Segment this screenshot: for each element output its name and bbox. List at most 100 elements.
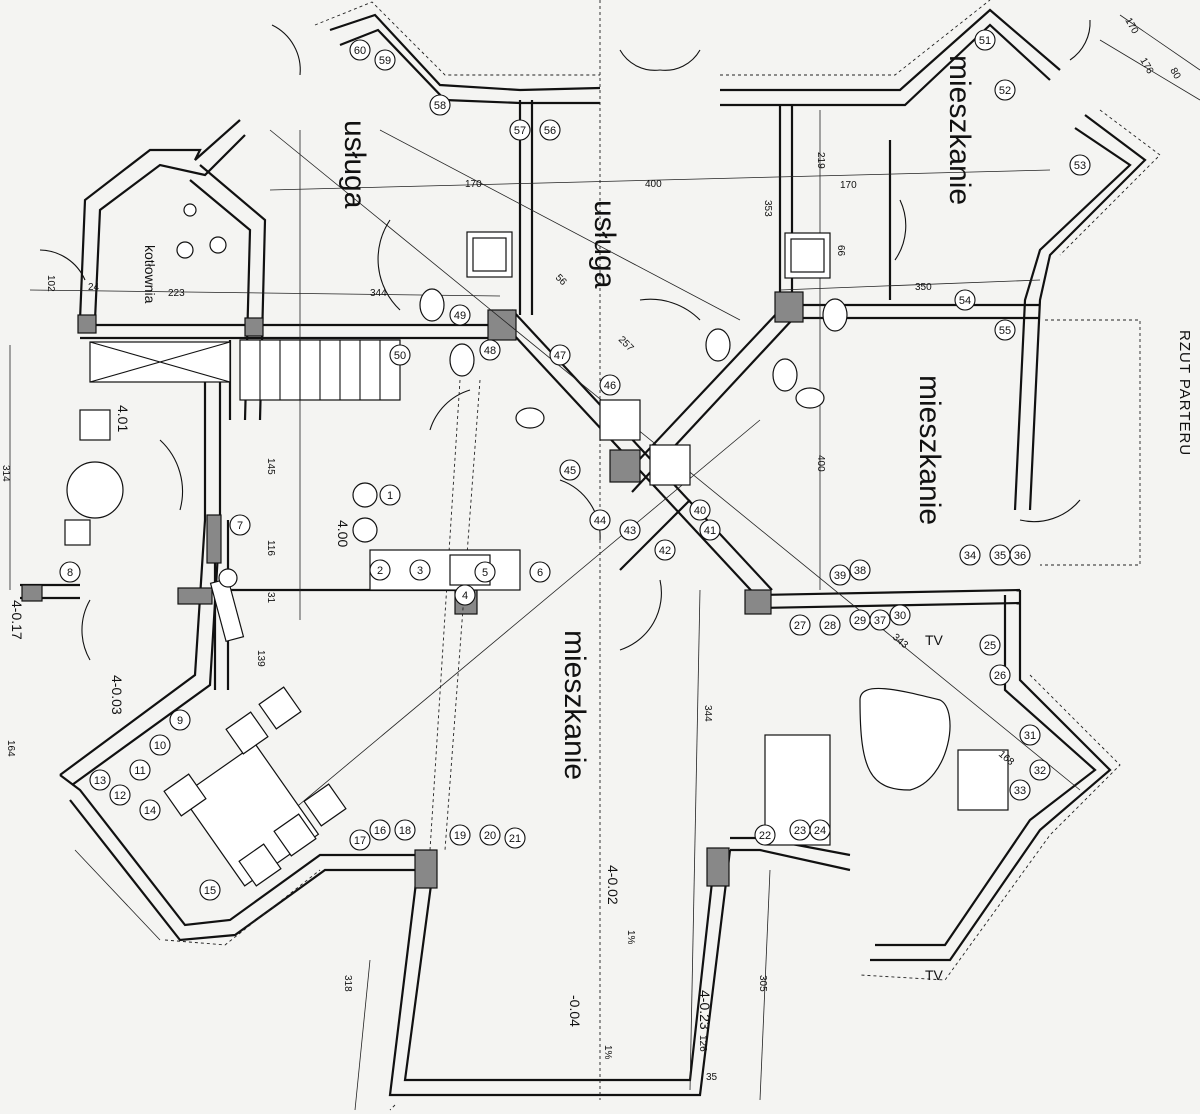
point-label: 58 — [434, 100, 446, 112]
room-kotlownia: kotłownia — [142, 245, 158, 304]
point-label: 53 — [1074, 160, 1086, 172]
point-marker: 44 — [589, 509, 611, 531]
level-hall-stair: 4.01 — [115, 405, 131, 432]
point-label: 19 — [454, 830, 466, 842]
point-marker: 56 — [539, 119, 561, 141]
point-label: 44 — [594, 515, 606, 527]
point-label: 40 — [694, 505, 706, 517]
svg-text:139: 139 — [255, 650, 266, 667]
point-marker: 55 — [994, 319, 1016, 341]
point-marker: 28 — [819, 614, 841, 636]
svg-text:223: 223 — [168, 288, 185, 299]
point-marker: 11 — [129, 759, 151, 781]
point-marker: 54 — [954, 289, 976, 311]
point-marker: 5 — [474, 561, 496, 583]
point-marker: 7 — [229, 514, 251, 536]
point-marker: 8 — [59, 561, 81, 583]
point-marker: 50 — [389, 344, 411, 366]
svg-text:314: 314 — [0, 465, 11, 482]
room-mieszkanie-right: mieszkanie — [913, 375, 946, 525]
svg-text:170: 170 — [840, 180, 857, 191]
point-label: 6 — [537, 567, 543, 579]
point-marker: 10 — [149, 734, 171, 756]
svg-text:318: 318 — [342, 975, 353, 992]
point-label: 32 — [1034, 765, 1046, 777]
point-marker: 24 — [809, 819, 831, 841]
point-label: 60 — [354, 45, 366, 57]
point-label: 36 — [1014, 550, 1026, 562]
point-marker: 25 — [979, 634, 1001, 656]
point-marker: 18 — [394, 819, 416, 841]
point-label: 52 — [999, 85, 1011, 97]
point-label: 26 — [994, 670, 1006, 682]
point-marker: 47 — [549, 344, 571, 366]
point-label: 24 — [814, 825, 826, 837]
point-label: 17 — [354, 835, 366, 847]
point-marker: 33 — [1009, 779, 1031, 801]
point-label: 31 — [1024, 730, 1036, 742]
interior-walls — [20, 100, 1040, 690]
point-label: 18 — [399, 825, 411, 837]
level-bottom-right: 4-0.23 — [697, 990, 713, 1030]
point-label: 33 — [1014, 785, 1026, 797]
level-left-room: 4-0.03 — [109, 675, 125, 715]
point-marker: 35 — [989, 544, 1011, 566]
point-label: 35 — [994, 550, 1006, 562]
point-marker: 15 — [199, 879, 221, 901]
point-label: 5 — [482, 567, 488, 579]
point-label: 46 — [604, 380, 616, 392]
level-left-entry: 4-0.17 — [9, 600, 25, 640]
point-label: 54 — [959, 295, 971, 307]
level-bottom-ramp: -0.04 — [567, 995, 583, 1027]
point-marker: 39 — [829, 564, 851, 586]
point-marker: 31 — [1019, 724, 1041, 746]
point-marker: 42 — [654, 539, 676, 561]
room-usluga-left: usługa — [338, 120, 371, 209]
point-label: 39 — [834, 570, 846, 582]
point-marker: 14 — [139, 799, 161, 821]
point-marker: 40 — [689, 499, 711, 521]
point-label: 15 — [204, 885, 216, 897]
room-mieszkanie-top-right: mieszkanie — [943, 55, 976, 205]
point-marker: 4 — [454, 584, 476, 606]
svg-text:344: 344 — [702, 705, 713, 722]
point-label: 48 — [484, 345, 496, 357]
svg-text:219: 219 — [815, 152, 826, 169]
svg-text:126: 126 — [697, 1035, 708, 1052]
svg-text:257: 257 — [616, 334, 636, 354]
point-label: 10 — [154, 740, 166, 752]
point-label: 4 — [462, 590, 468, 602]
svg-text:400: 400 — [815, 455, 826, 472]
point-marker: 9 — [169, 709, 191, 731]
point-marker: 49 — [449, 304, 471, 326]
point-marker: 52 — [994, 79, 1016, 101]
point-label: 37 — [874, 615, 886, 627]
level-bottom-terrace: 4-0.02 — [605, 865, 621, 905]
point-marker: 3 — [409, 559, 431, 581]
point-marker: 17 — [349, 829, 371, 851]
point-label: 1 — [387, 490, 393, 502]
point-marker: 51 — [974, 29, 996, 51]
point-label: 50 — [394, 350, 406, 362]
point-label: 8 — [67, 567, 73, 579]
svg-text:1%: 1% — [602, 1045, 613, 1060]
point-marker: 23 — [789, 819, 811, 841]
svg-text:305: 305 — [757, 975, 768, 992]
room-usluga-center: usługa — [588, 200, 621, 289]
point-label: 34 — [964, 550, 976, 562]
point-marker: 22 — [754, 824, 776, 846]
svg-text:56: 56 — [553, 272, 569, 288]
svg-text:35: 35 — [706, 1072, 718, 1083]
point-marker: 57 — [509, 119, 531, 141]
svg-text:102: 102 — [45, 275, 56, 292]
point-label: 29 — [854, 615, 866, 627]
svg-text:350: 350 — [915, 282, 932, 293]
point-marker: 45 — [559, 459, 581, 481]
point-label: 3 — [417, 565, 423, 577]
svg-text:66: 66 — [835, 245, 846, 257]
point-marker: 36 — [1009, 544, 1031, 566]
point-marker: 38 — [849, 559, 871, 581]
svg-text:343: 343 — [890, 632, 910, 651]
